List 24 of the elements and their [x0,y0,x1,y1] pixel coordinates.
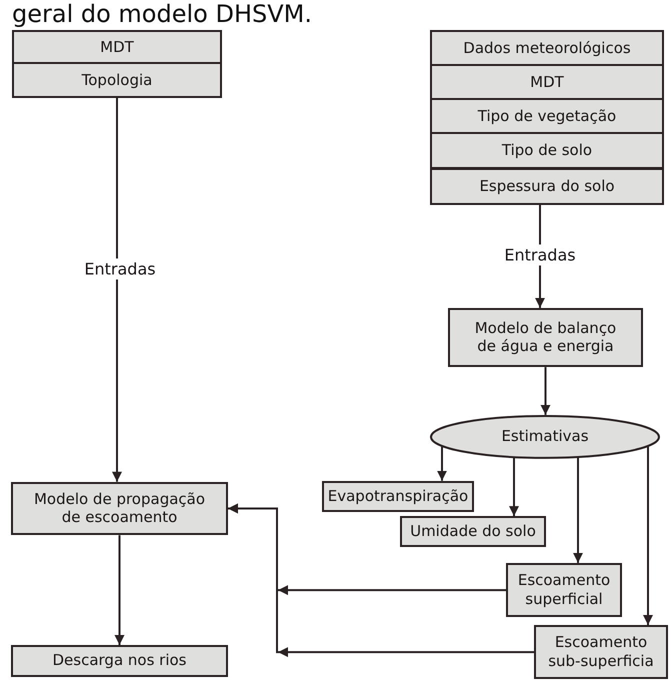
arrow [573,458,583,563]
arrow [114,535,124,646]
process-box: Topologia [12,62,222,98]
process-box: MDT [12,30,222,64]
arrow [437,446,447,481]
process-box: Evapotranspiração [322,480,474,512]
arrow [228,503,534,654]
process-box: Umidade do solo [400,516,546,547]
process-box: Espessura do solo [430,168,664,205]
process-box: MDT [430,64,664,100]
arrow [643,446,653,625]
process-box: Dados meteorológicos [430,30,664,66]
process-box: Escoamento superficial [506,562,622,618]
process-box: Tipo de vegetação [430,98,664,134]
arrow [112,98,122,482]
process-box: Modelo de balanço de água e energia [448,308,643,368]
arrow [509,458,519,516]
process-box: Modelo de propagação de escoamento [11,482,228,536]
node-text: Estimativas [501,427,589,446]
process-box: Descarga nos rios [11,645,228,677]
process-box: Tipo de solo [430,132,664,170]
arrow [540,367,550,415]
process-box: Escoamento sub-superficia [534,624,668,680]
title: geral do modelo DHSVM. [12,0,312,28]
